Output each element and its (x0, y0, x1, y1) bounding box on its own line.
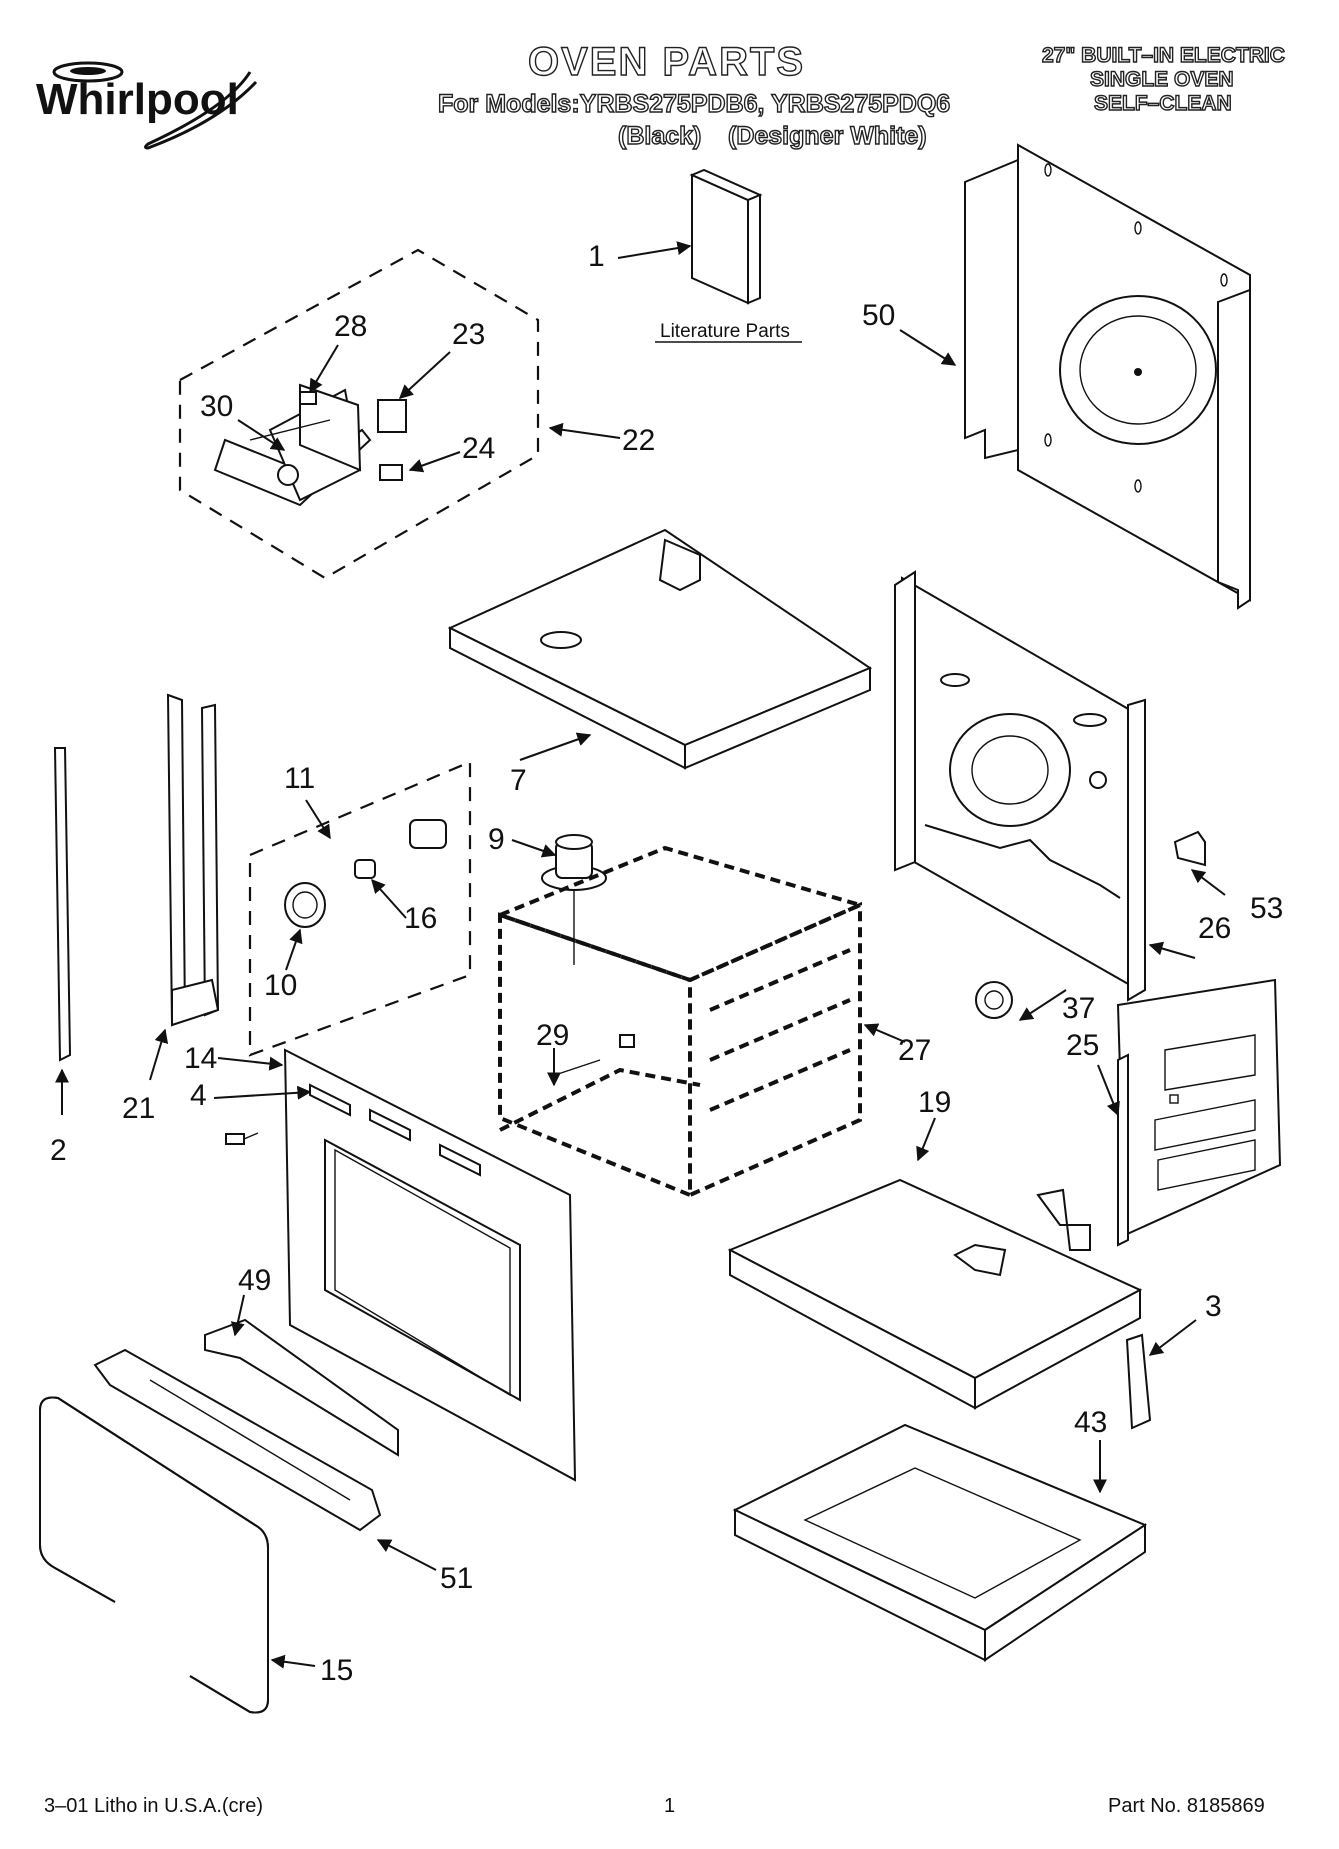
part-9-fan-motor (541, 834, 607, 965)
part-1-literature (689, 168, 763, 305)
logo-swirl-icon: Whirlpool (36, 61, 258, 150)
callout-9: 9 (488, 823, 505, 856)
callout-21: 21 (122, 1092, 155, 1125)
callout-30: 30 (200, 390, 233, 423)
color-black-label: (Black) (617, 121, 702, 150)
callout-51: 51 (440, 1562, 473, 1595)
part-53-clip (1173, 830, 1206, 867)
footer-part-number: Part No. 8185869 (1108, 1795, 1265, 1817)
part-25-side-panel-right (1116, 978, 1282, 1247)
part-15-door-gasket (39, 1396, 269, 1714)
callout-49: 49 (238, 1264, 271, 1297)
product-line-1: 27" BUILT–IN ELECTRIC (1041, 43, 1285, 67)
part-27-oven-cavity (494, 845, 866, 1199)
callout-24: 24 (462, 432, 495, 465)
callout-numbers: 1 2 3 4 7 9 10 11 14 15 16 19 21 22 23 2… (50, 240, 1283, 1687)
callout-10: 10 (264, 969, 297, 1002)
part-51-vent-grille (93, 1348, 382, 1532)
footer-litho: 3–01 Litho in U.S.A.(cre) (44, 1795, 263, 1817)
callout-26: 26 (1198, 912, 1231, 945)
callout-50: 50 (862, 299, 895, 332)
part-43-lower-tray (732, 1423, 1148, 1662)
callout-29: 29 (536, 1019, 569, 1052)
part-3-bracket (1125, 1333, 1152, 1430)
callout-23: 23 (452, 318, 485, 351)
part-2-trim-strip (53, 747, 72, 1062)
part-37-thermostat (975, 981, 1013, 1019)
part-7-top-panel (447, 528, 873, 770)
callout-19: 19 (918, 1086, 951, 1119)
callout-53: 53 (1250, 892, 1283, 925)
literature-parts-label: Literature Parts (660, 321, 790, 342)
callout-7: 7 (510, 764, 527, 797)
leader-lines (55, 241, 1226, 1669)
part-50-back-panel (964, 143, 1251, 610)
brand-logo: Whirlpool (28, 52, 278, 162)
product-line-2: SINGLE OVEN (1089, 67, 1234, 91)
part-26-side-panel (894, 570, 1146, 1002)
callout-4: 4 (190, 1079, 207, 1112)
callout-2: 2 (50, 1134, 67, 1167)
product-line-3: SELF–CLEAN (1093, 91, 1232, 115)
part-21-side-trim (166, 693, 220, 1027)
part-22-control-group (178, 248, 540, 580)
callout-1: 1 (588, 240, 605, 273)
callout-11: 11 (284, 762, 315, 795)
part-19-bottom-panel (727, 1178, 1143, 1410)
callout-25: 25 (1066, 1029, 1099, 1062)
color-white-label: (Designer White) (727, 121, 927, 150)
part-4-screw (225, 1132, 259, 1145)
callout-16: 16 (404, 902, 437, 935)
callout-14: 14 (184, 1042, 217, 1075)
callout-15: 15 (320, 1654, 353, 1687)
part-14-front-frame (283, 1048, 577, 1482)
callout-37: 37 (1062, 992, 1095, 1025)
part-11-light-group (248, 760, 472, 1057)
part-49-vent-trim (204, 1318, 399, 1457)
logo-wordmark: Whirlpool (36, 75, 239, 124)
page-title: OVEN PARTS (527, 39, 806, 84)
models-line: For Models:YRBS275PDB6, YRBS275PDQ6 (437, 89, 951, 118)
footer-page-number: 1 (664, 1795, 676, 1817)
callout-27: 27 (898, 1034, 931, 1067)
callout-3: 3 (1205, 1290, 1222, 1323)
callout-43: 43 (1074, 1406, 1107, 1439)
callout-22: 22 (622, 424, 655, 457)
callout-28: 28 (334, 310, 367, 343)
